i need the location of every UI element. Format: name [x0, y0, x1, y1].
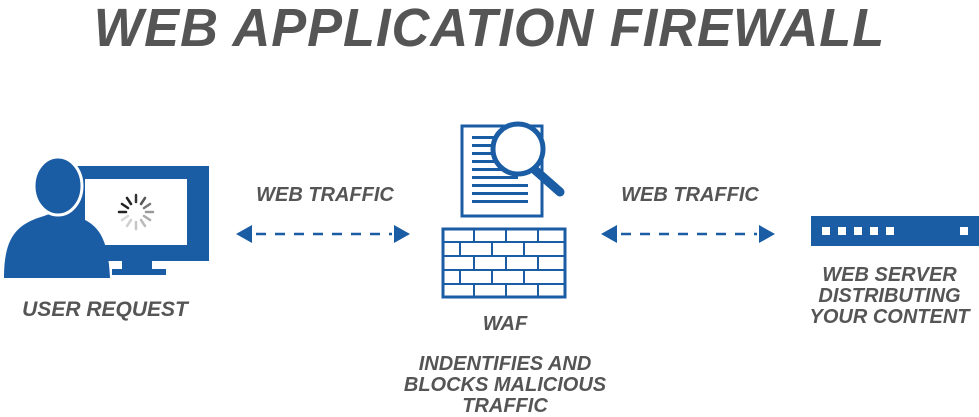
right-traffic-label: WEB TRAFFIC	[621, 184, 759, 206]
loading-spinner-icon	[117, 193, 155, 231]
waf-label: WAF	[482, 313, 528, 335]
left-traffic-label: WEB TRAFFIC	[256, 184, 394, 206]
web-server-label-line: WEB SERVER	[822, 264, 957, 286]
page-title: WEB APPLICATION FIREWALL	[93, 0, 886, 58]
waf-description-line: BLOCKS MALICIOUS	[403, 374, 607, 396]
web-server-label: WEB SERVER DISTRIBUTING YOUR CONTENT	[800, 265, 979, 328]
web-server-label-line: YOUR CONTENT	[809, 306, 970, 328]
brick-wall-icon	[441, 227, 567, 299]
person-icon	[4, 155, 110, 278]
waf-description-line: TRAFFIC	[462, 395, 548, 417]
right-traffic-arrow	[601, 225, 775, 243]
waf-description: INDENTIFIES AND BLOCKS MALICIOUS TRAFFIC	[370, 354, 640, 417]
user-request-label: USER REQUEST	[22, 298, 188, 321]
magnifier-icon	[490, 121, 565, 197]
waf-description-line: INDENTIFIES AND	[418, 353, 592, 375]
server-rack-icon	[811, 216, 979, 246]
left-traffic-arrow	[236, 225, 410, 243]
web-server-label-line: DISTRIBUTING	[818, 285, 961, 307]
